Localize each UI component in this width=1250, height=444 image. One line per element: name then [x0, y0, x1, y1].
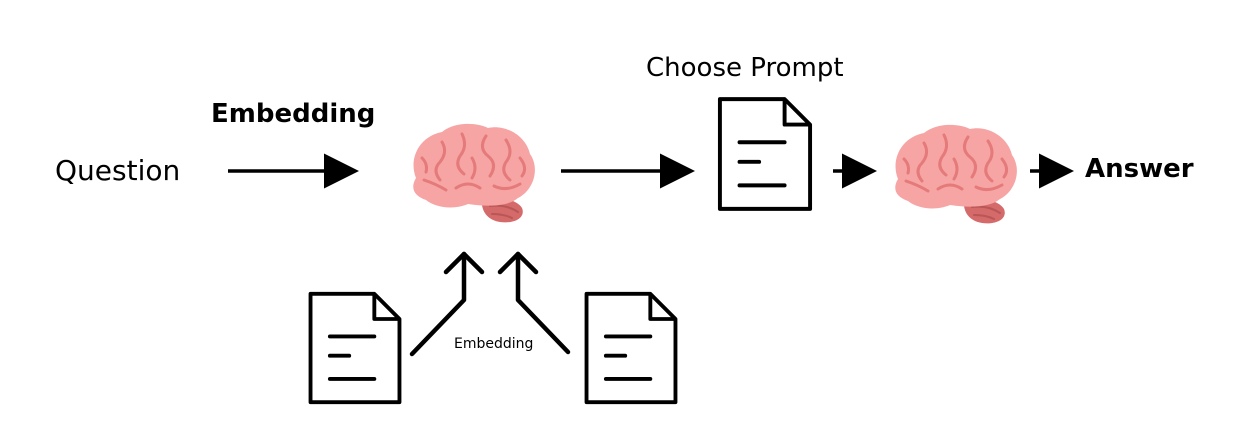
document-icon [584, 291, 678, 405]
choose-prompt-label: Choose Prompt [646, 53, 844, 83]
embedding-label: Embedding [211, 99, 376, 129]
embedding-arrow-right [497, 251, 571, 355]
brain-icon [893, 123, 1019, 225]
embedding-small-label: Embedding [454, 336, 534, 352]
brain-icon [411, 122, 537, 224]
answer-label: Answer [1085, 154, 1194, 184]
question-label: Question [55, 154, 181, 187]
document-icon [308, 291, 402, 405]
document-icon [717, 97, 813, 211]
embedding-arrow-left [409, 251, 485, 357]
